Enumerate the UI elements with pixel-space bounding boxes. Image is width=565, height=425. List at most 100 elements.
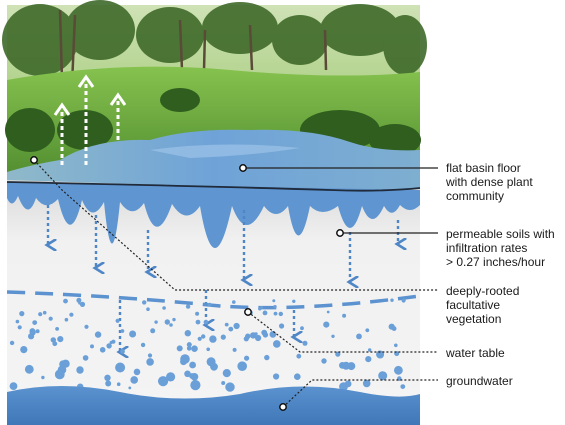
water-droplet bbox=[42, 310, 47, 315]
dot-vegetation bbox=[30, 156, 38, 164]
dot-permeable-soils bbox=[336, 229, 344, 237]
water-droplet bbox=[368, 348, 372, 352]
water-droplet bbox=[147, 353, 153, 358]
water-droplet bbox=[129, 330, 137, 338]
label-water-table: water table bbox=[446, 346, 505, 360]
water-droplet bbox=[244, 355, 250, 361]
tree-line bbox=[2, 0, 427, 76]
water-droplet bbox=[82, 355, 89, 361]
water-droplet bbox=[104, 374, 111, 381]
water-droplet bbox=[146, 307, 150, 312]
pond-water bbox=[7, 129, 420, 190]
water-droplet bbox=[323, 321, 330, 328]
water-droplet bbox=[388, 323, 395, 330]
water-droplet bbox=[184, 370, 191, 378]
water-droplet bbox=[48, 316, 53, 321]
grass-tufts bbox=[5, 88, 421, 156]
dot-water-table bbox=[244, 308, 252, 316]
leader-water-table bbox=[247, 311, 438, 353]
water-droplet bbox=[221, 381, 226, 385]
water-droplet bbox=[273, 305, 277, 309]
water-droplet bbox=[190, 380, 201, 391]
water-droplet bbox=[150, 328, 156, 334]
leader-lines bbox=[33, 159, 438, 408]
water-droplet bbox=[29, 328, 36, 334]
water-droplet bbox=[262, 332, 269, 338]
water-droplet bbox=[169, 323, 173, 327]
water-droplet bbox=[394, 365, 403, 375]
water-droplet bbox=[365, 356, 372, 363]
water-droplet bbox=[69, 312, 74, 317]
water-droplet bbox=[191, 345, 198, 353]
water-droplet bbox=[50, 337, 56, 343]
pond-highlight bbox=[150, 144, 300, 158]
label-basin-floor: flat basin floor with dense plant commun… bbox=[446, 161, 533, 203]
water-droplet bbox=[186, 342, 192, 348]
water-droplet bbox=[273, 311, 278, 316]
water-droplet bbox=[172, 317, 176, 322]
water-droplet bbox=[209, 335, 217, 343]
water-droplet bbox=[321, 358, 327, 364]
water-droplet bbox=[207, 302, 212, 307]
water-droplet bbox=[99, 347, 106, 353]
water-droplet bbox=[279, 323, 285, 329]
water-droplet bbox=[302, 340, 308, 346]
water-droplet bbox=[158, 376, 169, 387]
water-droplet bbox=[64, 317, 69, 322]
water-droplet bbox=[258, 307, 262, 311]
water-droplets bbox=[9, 297, 406, 392]
water-droplet bbox=[189, 361, 197, 369]
dot-groundwater bbox=[279, 403, 287, 411]
landscape-scene bbox=[2, 0, 427, 190]
water-droplet bbox=[378, 371, 388, 381]
water-droplet bbox=[255, 334, 262, 342]
water-droplet bbox=[94, 331, 102, 338]
water-droplet bbox=[9, 382, 18, 390]
water-droplet bbox=[154, 320, 158, 324]
water-droplet bbox=[394, 343, 398, 348]
water-droplet bbox=[342, 361, 351, 370]
water-droplet bbox=[133, 368, 141, 376]
label-permeable-soils: permeable soils with infiltration rates … bbox=[446, 227, 555, 269]
water-droplet bbox=[335, 351, 341, 357]
water-droplet bbox=[35, 329, 40, 334]
water-droplet bbox=[224, 322, 229, 327]
groundwater-body bbox=[7, 386, 420, 425]
water-droplet bbox=[109, 340, 113, 345]
water-droplet bbox=[128, 386, 132, 390]
water-droplet bbox=[9, 340, 15, 346]
water-droplet bbox=[254, 332, 258, 336]
water-droplet bbox=[116, 382, 121, 387]
evapotranspiration-arrows bbox=[60, 82, 120, 165]
water-droplet bbox=[225, 382, 235, 392]
water-droplet bbox=[376, 350, 385, 359]
water-droplet bbox=[115, 318, 120, 323]
water-droplet bbox=[243, 336, 249, 342]
water-droplet bbox=[233, 322, 240, 330]
water-droplet bbox=[232, 347, 237, 352]
water-droplet bbox=[356, 333, 362, 340]
water-droplet bbox=[140, 342, 146, 348]
evapotranspiration-arrowheads bbox=[53, 74, 127, 116]
water-droplet bbox=[120, 329, 125, 333]
water-droplet bbox=[184, 330, 191, 337]
water-droplet bbox=[273, 340, 281, 348]
leader-dots bbox=[30, 156, 344, 411]
water-droplet bbox=[15, 319, 20, 324]
water-droplet bbox=[130, 376, 138, 384]
leader-groundwater bbox=[282, 379, 438, 408]
water-droplet bbox=[195, 311, 200, 316]
water-table-line bbox=[6, 290, 421, 310]
water-droplet bbox=[342, 313, 347, 318]
water-droplet bbox=[201, 334, 206, 339]
water-droplet bbox=[84, 324, 89, 329]
water-droplet bbox=[19, 311, 25, 317]
water-droplet bbox=[220, 334, 226, 340]
label-vegetation: deeply-rooted facultative vegetation bbox=[446, 284, 520, 326]
water-droplet bbox=[180, 358, 187, 366]
water-droplet bbox=[210, 362, 218, 371]
water-droplet bbox=[79, 301, 86, 307]
water-droplet bbox=[32, 320, 38, 325]
water-droplet bbox=[294, 373, 301, 381]
water-droplet bbox=[61, 359, 70, 368]
